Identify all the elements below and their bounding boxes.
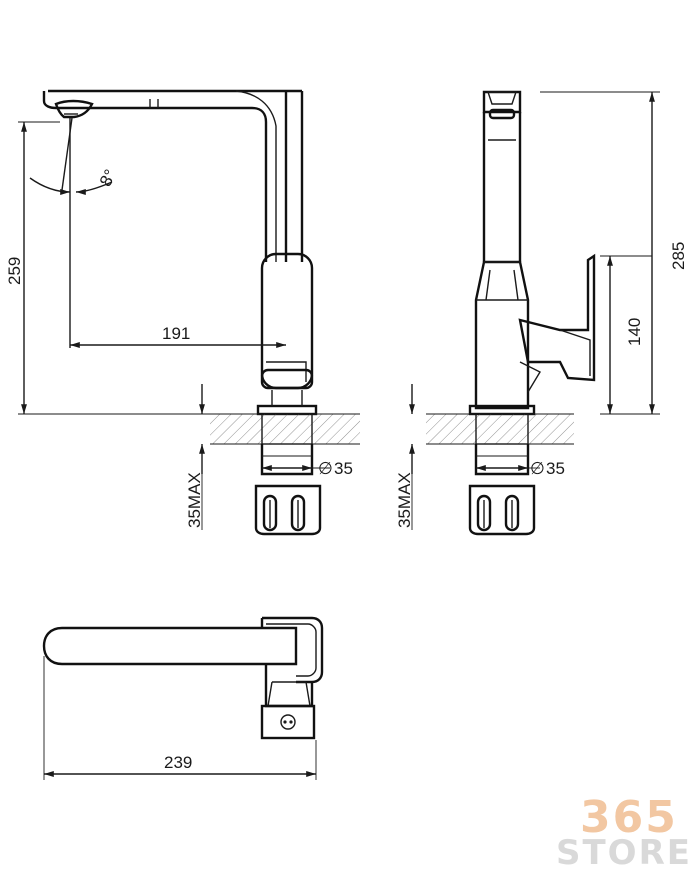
lever-height-label: 140: [625, 318, 644, 346]
mount-max-right-label: 35MAX: [395, 472, 414, 528]
reach-label: 191: [162, 324, 190, 343]
spout-angle-label: 8°: [96, 166, 120, 189]
hole-diameter-right-label: 35: [546, 459, 565, 478]
front-view-labels: 285 140 35MAX ∅ 35: [395, 242, 688, 528]
side-view-labels: 8° 191 259 35MAX ∅ 35: [5, 166, 353, 528]
length-top-view-label: 239: [164, 753, 192, 772]
height-total-label: 285: [669, 242, 688, 270]
front-view: [409, 90, 660, 536]
side-view: [18, 89, 360, 536]
top-view: [42, 616, 324, 780]
diameter-symbol-right: ∅: [530, 459, 545, 478]
logo-number: 365: [580, 792, 678, 843]
hole-diameter-left-label: 35: [334, 459, 353, 478]
diameter-symbol-left: ∅: [318, 459, 333, 478]
height-left-label: 259: [5, 257, 24, 285]
logo-word: STORE: [556, 833, 692, 870]
store-logo: 365 STORE: [556, 792, 692, 870]
mount-max-left-label: 35MAX: [185, 472, 204, 528]
